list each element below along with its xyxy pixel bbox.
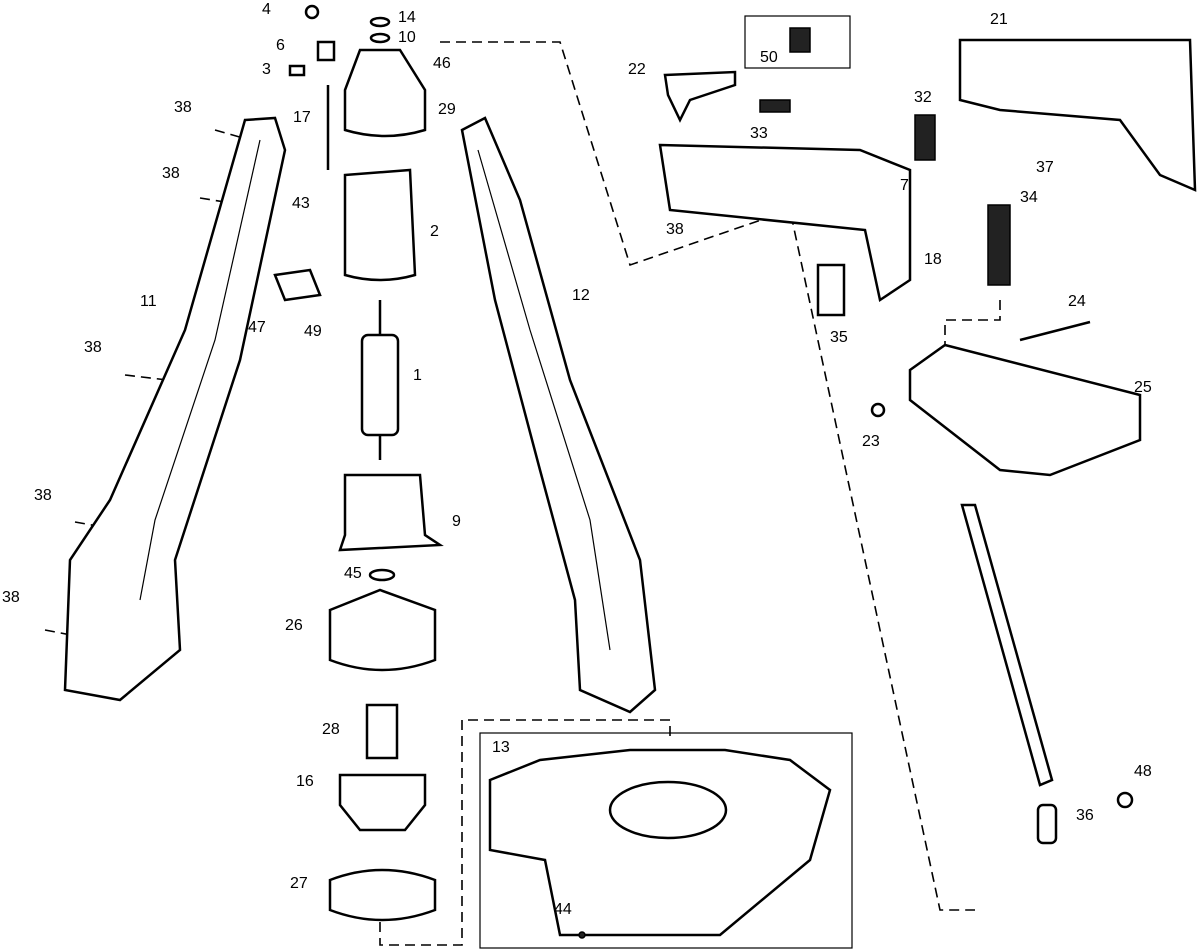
part-label-45: 45 — [344, 565, 362, 582]
assembly-line-cord — [944, 300, 1001, 365]
part-6 — [316, 40, 336, 62]
left-housing — [63, 116, 287, 702]
part-36-tube — [960, 503, 1054, 787]
part-14 — [369, 16, 391, 28]
part-label-26: 26 — [285, 617, 303, 634]
part-label-33: 33 — [750, 125, 768, 142]
part-label-24: 24 — [1068, 293, 1086, 310]
part-16 — [338, 773, 427, 832]
shield-inset-box — [479, 732, 853, 949]
part-label-38: 38 — [34, 487, 52, 504]
assembly-line-shield — [379, 719, 671, 946]
part-36 — [1036, 803, 1058, 845]
part-label-43: 43 — [292, 195, 310, 212]
part-label-36: 36 — [1076, 807, 1094, 824]
part-33 — [759, 99, 791, 113]
part-label-6: 6 — [276, 37, 285, 54]
part-label-12: 12 — [572, 287, 590, 304]
part-label-1: 1 — [413, 367, 422, 384]
part-label-34: 34 — [1020, 189, 1038, 206]
assembly-line-main — [440, 41, 975, 911]
part-label-37: 37 — [1036, 159, 1054, 176]
part-label-17: 17 — [293, 109, 311, 126]
part-label-46: 46 — [433, 55, 451, 72]
part-9 — [338, 473, 444, 552]
part-7 — [914, 114, 936, 161]
part-label-2: 2 — [430, 223, 439, 240]
part-label-38: 38 — [2, 589, 20, 606]
part-label-49: 49 — [304, 323, 322, 340]
part-label-48: 48 — [1134, 763, 1152, 780]
part-4 — [304, 4, 320, 20]
left-housing-edge — [139, 139, 261, 601]
part-25 — [908, 343, 1142, 477]
part-48 — [1116, 791, 1134, 809]
part-label-29: 29 — [438, 101, 456, 118]
part-13 — [488, 748, 832, 937]
part-label-27: 27 — [290, 875, 308, 892]
part-label-3: 3 — [262, 61, 271, 78]
part-label-18: 18 — [924, 251, 942, 268]
part-label-38: 38 — [84, 339, 102, 356]
part-label-23: 23 — [862, 433, 880, 450]
part-label-32: 32 — [914, 89, 932, 106]
part-3 — [288, 64, 306, 77]
part-23 — [870, 402, 886, 418]
part-10 — [369, 32, 391, 44]
part-1-armature — [360, 333, 400, 437]
part-label-21: 21 — [990, 11, 1008, 28]
part-label-38: 38 — [162, 165, 180, 182]
part-label-38: 38 — [666, 221, 684, 238]
part-label-28: 28 — [322, 721, 340, 738]
part-28 — [365, 703, 399, 760]
part-18 — [658, 143, 912, 303]
part-13-opening — [608, 780, 728, 840]
part-label-44: 44 — [554, 901, 572, 918]
part-label-25: 25 — [1134, 379, 1152, 396]
part-label-13: 13 — [492, 739, 510, 756]
part-21 — [958, 38, 1197, 192]
part-2-field — [343, 168, 417, 282]
part-29 — [343, 48, 427, 138]
part-label-9: 9 — [452, 513, 461, 530]
part-label-38: 38 — [174, 99, 192, 116]
part-labels: 4 14 10 6 46 3 29 38 17 38 43 2 11 47 49 38 1 38 9 45 26 38 28… — [2, 1, 1152, 918]
part-label-47: 47 — [248, 319, 266, 336]
right-housing-edge — [477, 149, 611, 651]
part-label-35: 35 — [830, 329, 848, 346]
part-label-11: 11 — [140, 293, 157, 310]
part-label-7: 7 — [900, 177, 909, 194]
right-housing — [460, 116, 657, 714]
part-27 — [328, 868, 437, 922]
part-label-22: 22 — [628, 61, 646, 78]
part-label-4: 4 — [262, 1, 271, 18]
part-22 — [663, 70, 737, 123]
part-44 — [578, 931, 586, 939]
part-label-10: 10 — [398, 29, 416, 46]
part-35 — [816, 263, 846, 317]
part-label-50: 50 — [760, 49, 778, 66]
part-34 — [987, 204, 1011, 286]
inset-box-50 — [744, 15, 851, 69]
part-47-49 — [273, 268, 322, 302]
part-26 — [328, 588, 437, 672]
part-label-16: 16 — [296, 773, 314, 790]
part-45 — [368, 568, 396, 582]
part-label-14: 14 — [398, 9, 416, 26]
part-50 — [789, 27, 811, 53]
part-24 — [1019, 320, 1091, 342]
